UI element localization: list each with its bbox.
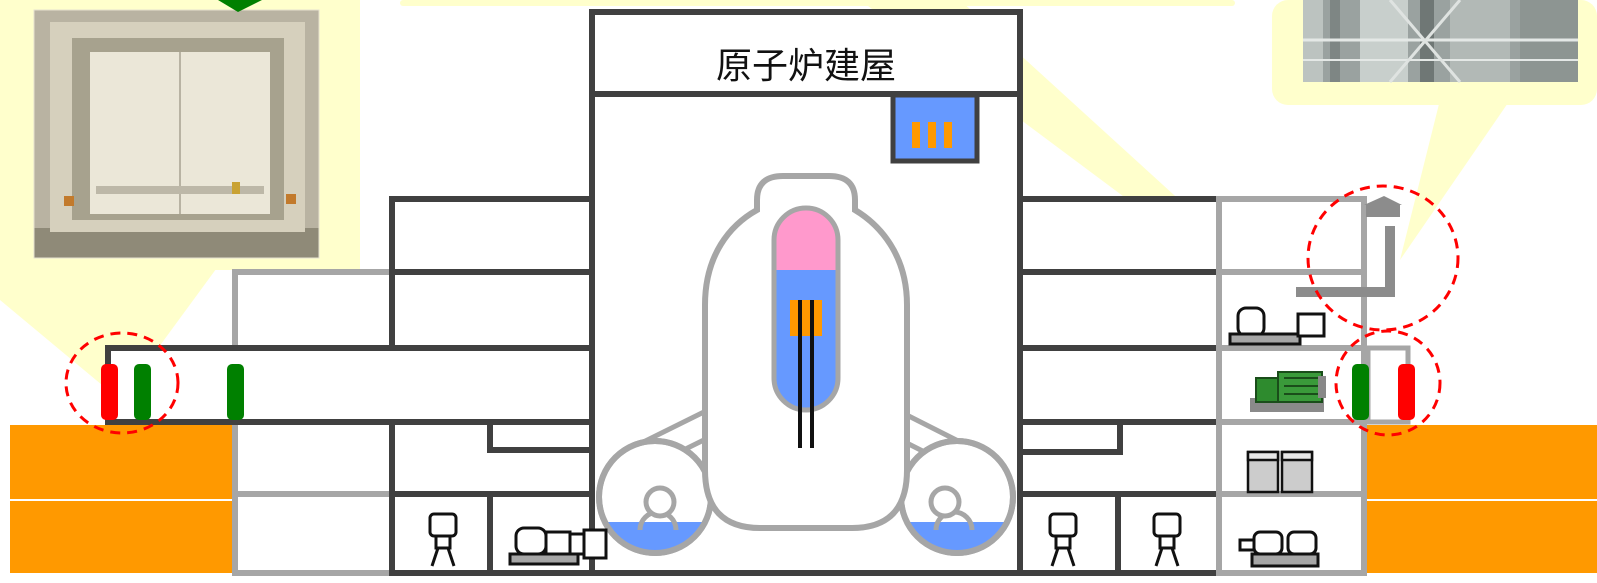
suppression-chamber-left: [596, 403, 735, 556]
pump-icon-right-1: [1048, 512, 1078, 567]
motor-pump-set-icon: [1238, 530, 1320, 568]
motor-icon-upper: [1228, 306, 1326, 346]
callout-top-bar: [400, 0, 1235, 6]
normal-door-left-2: [227, 364, 244, 420]
diesel-generator-icon: [1250, 371, 1326, 412]
exhaust-duct-icon: [1296, 196, 1402, 297]
normal-door-right: [1352, 364, 1369, 420]
corridor-left: [105, 345, 597, 425]
ground-left: [10, 425, 235, 573]
electrical-panel-icon: [1246, 450, 1314, 494]
watertight-door-right: [1398, 364, 1415, 420]
reactor-vessel-icon: [771, 205, 841, 448]
pump-icon: [428, 512, 458, 567]
spent-fuel-pool-icon: [890, 92, 980, 164]
marker-circle-right: [1334, 329, 1442, 437]
exhaust-duct-photo: [1303, 0, 1578, 83]
normal-door-left-1: [134, 364, 151, 420]
motor-icon: [508, 526, 608, 566]
building-title: 原子炉建屋: [716, 46, 896, 87]
green-pointer: [218, 0, 262, 12]
marker-circle-left: [64, 331, 180, 435]
watertight-door-left: [101, 364, 118, 420]
watertight-door-photo: [33, 9, 320, 259]
ground-right: [1365, 425, 1597, 573]
pump-icon-right-2: [1152, 512, 1182, 567]
marker-circle-exhaust: [1306, 184, 1460, 332]
